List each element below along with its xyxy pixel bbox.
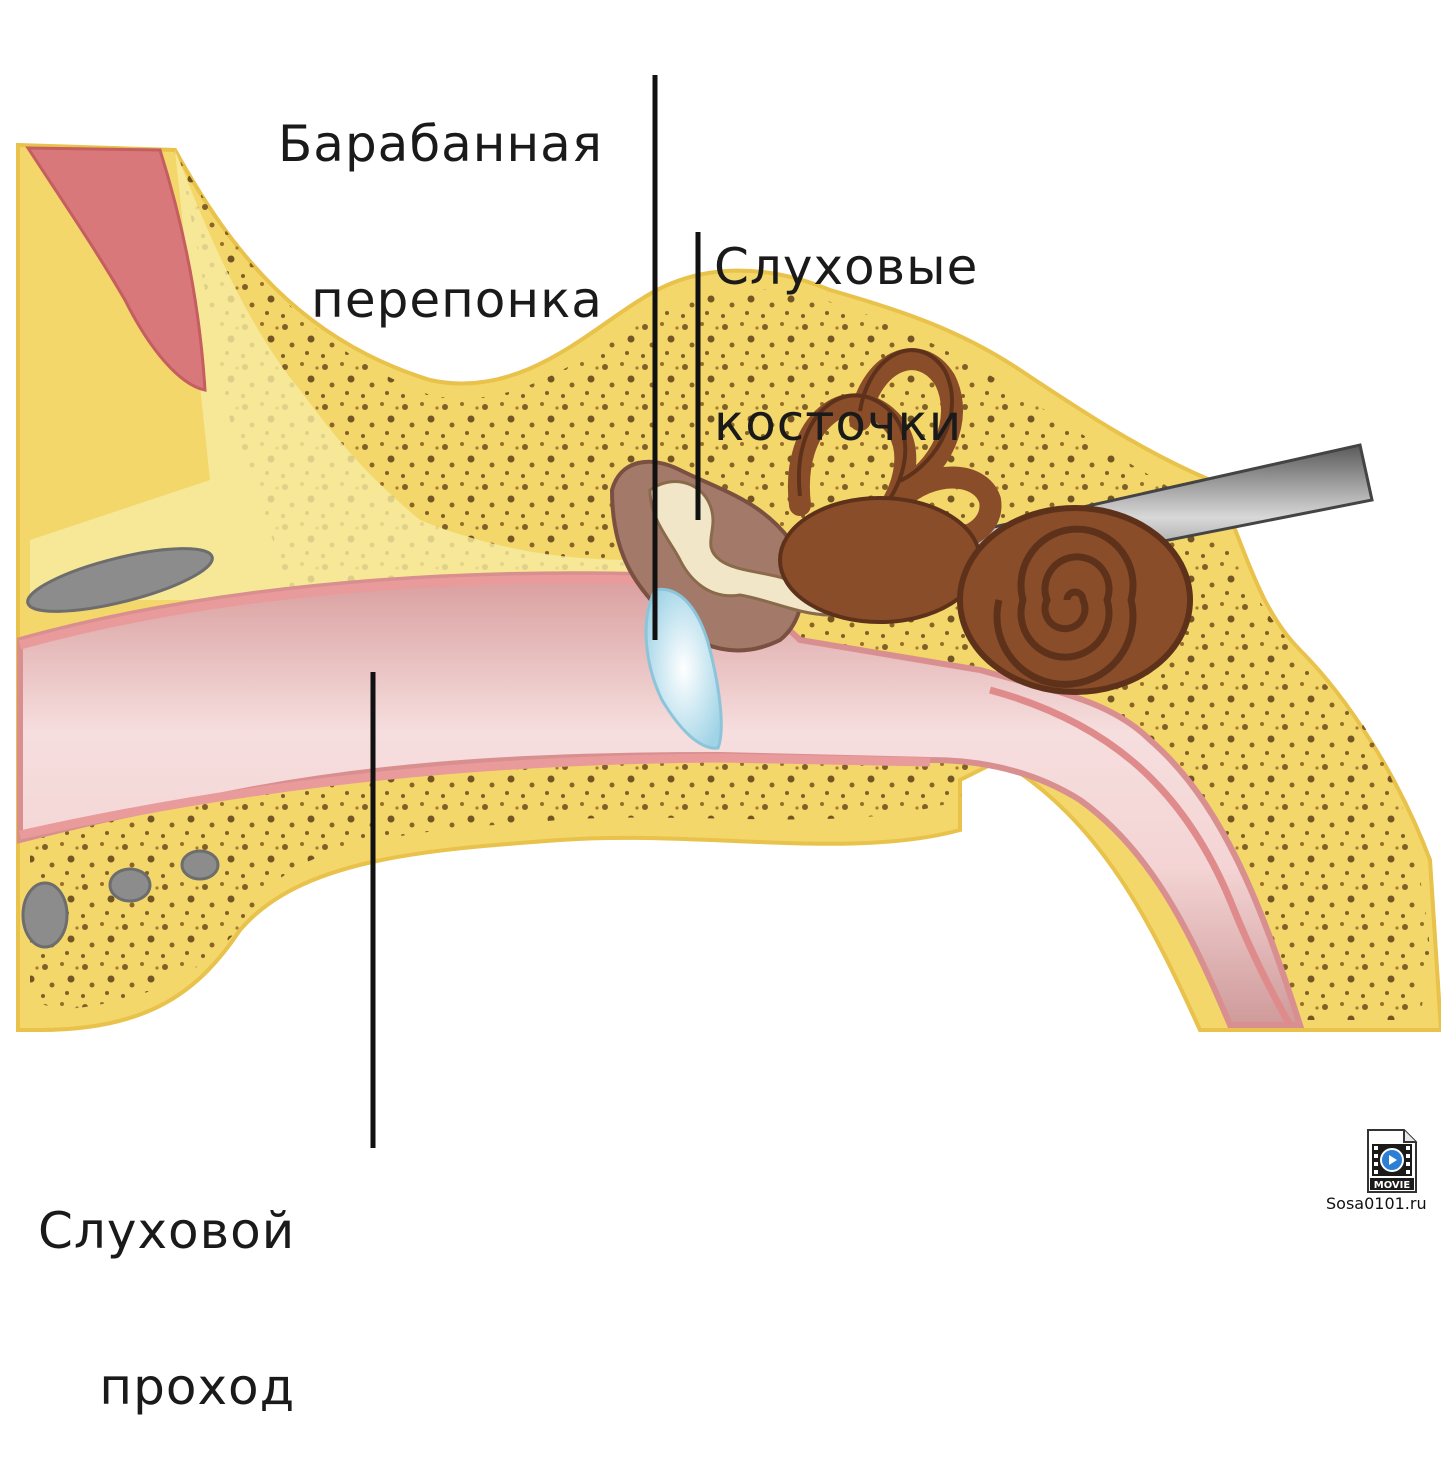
gland-nodule-4	[182, 851, 218, 879]
ear-drum-label-line1: Барабанная	[278, 118, 603, 170]
gland-nodule-2	[23, 883, 67, 947]
ear-canal-label: Слуховой проход	[38, 1101, 295, 1465]
ossicles-label-line1: Слуховые	[714, 241, 978, 293]
movie-file-caption: Sosa0101.ru	[1326, 1194, 1427, 1213]
movie-file-icon[interactable]: MOVIE	[1364, 1128, 1420, 1194]
ear-canal-label-line1: Слуховой	[38, 1205, 295, 1257]
movie-icon-text: MOVIE	[1374, 1180, 1411, 1191]
gland-nodule-3	[110, 869, 150, 901]
ossicles-label-line2: косточки	[714, 397, 978, 449]
cochlea	[960, 508, 1190, 692]
vestibule	[780, 498, 980, 622]
ear-drum-label: Барабанная перепонка	[278, 14, 603, 378]
ear-drum-label-line2: перепонка	[278, 274, 603, 326]
ossicles-label: Слуховые косточки	[714, 137, 978, 501]
ear-canal-label-line2: проход	[38, 1361, 295, 1413]
